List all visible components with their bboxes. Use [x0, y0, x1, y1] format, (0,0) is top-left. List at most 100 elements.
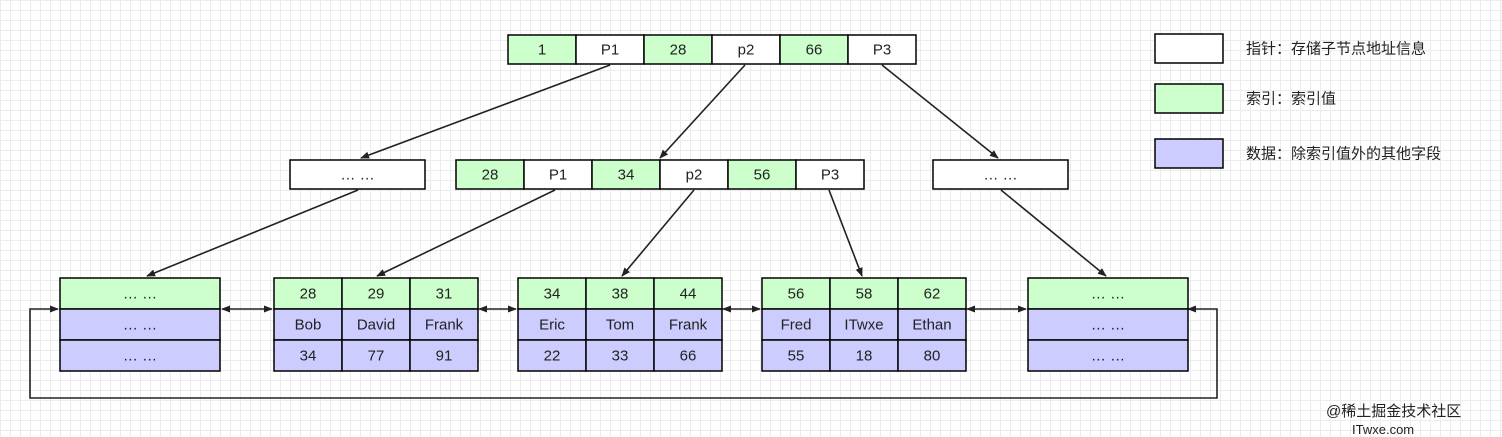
leaf-4-r3c1: 55: [761, 339, 831, 372]
legend-label-index: 索引：索引值: [1246, 91, 1336, 108]
leaf-1-row-1-label: … …: [123, 286, 157, 303]
leaf-2-r1c3: 31: [409, 277, 479, 310]
leaf-4-r1c1: 56: [761, 277, 831, 310]
middle-center-cell-2-box: [523, 159, 593, 190]
leaf-3-r1c1-label: 34: [544, 286, 561, 303]
leaf-5-row-1-box: [1027, 277, 1189, 310]
middle-right-node: … …: [932, 159, 1069, 190]
edge-middle-center-to-leaf-2: [376, 189, 556, 277]
leaf-5-row-2: … …: [1027, 308, 1189, 341]
root-cell-3-box: [643, 34, 713, 65]
root-cell-5: 66: [779, 34, 849, 65]
watermark: @稀土掘金技术社区 ITwxe.com: [1326, 403, 1461, 437]
middle-center-cell-4-box: [659, 159, 729, 190]
leaf-2-r1c2-box: [341, 277, 411, 310]
leaf-3-r1c2-label: 38: [612, 286, 629, 303]
leaf-4-r3c2: 18: [829, 339, 899, 372]
leaf-2-r1c1-box: [273, 277, 343, 310]
leaf-3-r3c3-label: 66: [680, 348, 697, 365]
root-cell-6-label: P3: [873, 42, 891, 59]
leaf-5: … … … … … …: [1027, 277, 1189, 372]
edge-root-to-middle-right: [881, 64, 999, 159]
leaf-4-r1c3-label: 62: [924, 286, 941, 303]
leaf-1-row-2: … …: [59, 308, 221, 341]
middle-right-node-box: [932, 159, 1069, 190]
leaf-3-r1c2: 38: [585, 277, 655, 310]
leaf-2-r3c2: 77: [341, 339, 411, 372]
root-cell-1: 1: [507, 34, 577, 65]
leaf-2-r1c3-label: 31: [436, 286, 453, 303]
root-cell-1-label: 1: [538, 42, 546, 59]
leaf-3-r2c1: Eric: [517, 308, 587, 341]
root-cell-4: p2: [711, 34, 781, 65]
leaf-loop-link: [29, 305, 1218, 399]
leaf-3-r3c3-box: [653, 339, 723, 372]
leaf-2-r1c3-box: [409, 277, 479, 310]
leaf-5-row-2-label: … …: [1091, 317, 1125, 334]
root-cell-4-label: p2: [738, 42, 755, 59]
leaf-2-r2c3: Frank: [409, 308, 479, 341]
watermark-line1: @稀土掘金技术社区: [1326, 403, 1461, 420]
edge-middle-right-to-leaf-5: [1000, 189, 1107, 277]
leaf-3-r1c3: 44: [653, 277, 723, 310]
leaf-3-r2c3-label: Frank: [669, 317, 708, 334]
leaf-2-r2c1: Bob: [273, 308, 343, 341]
leaf-4-r1c2: 58: [829, 277, 899, 310]
leaf-2-r3c2-label: 77: [368, 348, 385, 365]
leaf-2-r2c2: David: [341, 308, 411, 341]
legend-swatch-data: [1154, 138, 1224, 169]
leaf-4-r2c2-label: ITwxe: [844, 317, 883, 334]
leaf-2-r3c2-box: [341, 339, 411, 372]
leaf-3-r3c1-label: 22: [544, 348, 561, 365]
leaf-1-row-3-label: … …: [123, 348, 157, 365]
leaf-5-row-1: … …: [1027, 277, 1189, 310]
legend-item-data: 数据：除索引值外的其他字段: [1154, 138, 1441, 169]
leaf-5-row-3-label: … …: [1091, 348, 1125, 365]
middle-center-cell-2-label: P1: [549, 167, 567, 184]
watermark-line2: ITwxe.com: [1352, 422, 1414, 437]
leaf-4-r3c3-box: [897, 339, 967, 372]
leaf-3-r3c2-box: [585, 339, 655, 372]
leaf-2-r1c1: 28: [273, 277, 343, 310]
middle-center-cell-3: 34: [591, 159, 661, 190]
leaf-3-r2c1-label: Eric: [539, 317, 565, 334]
leaf-2-r1c2-label: 29: [368, 286, 385, 303]
leaf-4-r3c3: 80: [897, 339, 967, 372]
leaf-3-r2c3: Frank: [653, 308, 723, 341]
legend-label-data: 数据：除索引值外的其他字段: [1246, 146, 1441, 163]
leaf-4-r3c3-label: 80: [924, 348, 941, 365]
leaf-2-r1c1-label: 28: [300, 286, 317, 303]
leaf-2-r2c1-label: Bob: [295, 317, 322, 334]
leaf-2-r3c1: 34: [273, 339, 343, 372]
middle-center-cell-2: P1: [523, 159, 593, 190]
leaf-2-r3c3: 91: [409, 339, 479, 372]
leaf-5-row-3: … …: [1027, 339, 1189, 372]
root-cell-6: P3: [847, 34, 917, 65]
middle-left-node-box: [289, 159, 426, 190]
leaf-3-r3c1-box: [517, 339, 587, 372]
middle-center-cell-4-label: p2: [686, 167, 703, 184]
leaf-2-r3c3-box: [409, 339, 479, 372]
middle-center-cell-3-label: 34: [618, 167, 635, 184]
leaf-3-r3c3: 66: [653, 339, 723, 372]
leaf-4-r2c1-box: [761, 308, 831, 341]
leaf-4-r3c2-label: 18: [856, 348, 873, 365]
leaf-4-r2c2: ITwxe: [829, 308, 899, 341]
leaf-4-r1c2-label: 58: [856, 286, 873, 303]
edge-root-to-middle-center: [659, 64, 746, 159]
leaf-3-r3c2: 33: [585, 339, 655, 372]
leaf-1: … … … … … …: [59, 277, 221, 372]
leaf-4-r1c3: 62: [897, 277, 967, 310]
root-cell-4-box: [711, 34, 781, 65]
leaf-3-r1c2-box: [585, 277, 655, 310]
leaf-3-r1c3-label: 44: [680, 286, 697, 303]
leaf-3-r2c2-label: Tom: [606, 317, 634, 334]
root-cell-5-box: [779, 34, 849, 65]
middle-left-node: … …: [289, 159, 426, 190]
edge-root-to-middle-left: [360, 64, 611, 159]
leaf-5-row-3-box: [1027, 339, 1189, 372]
